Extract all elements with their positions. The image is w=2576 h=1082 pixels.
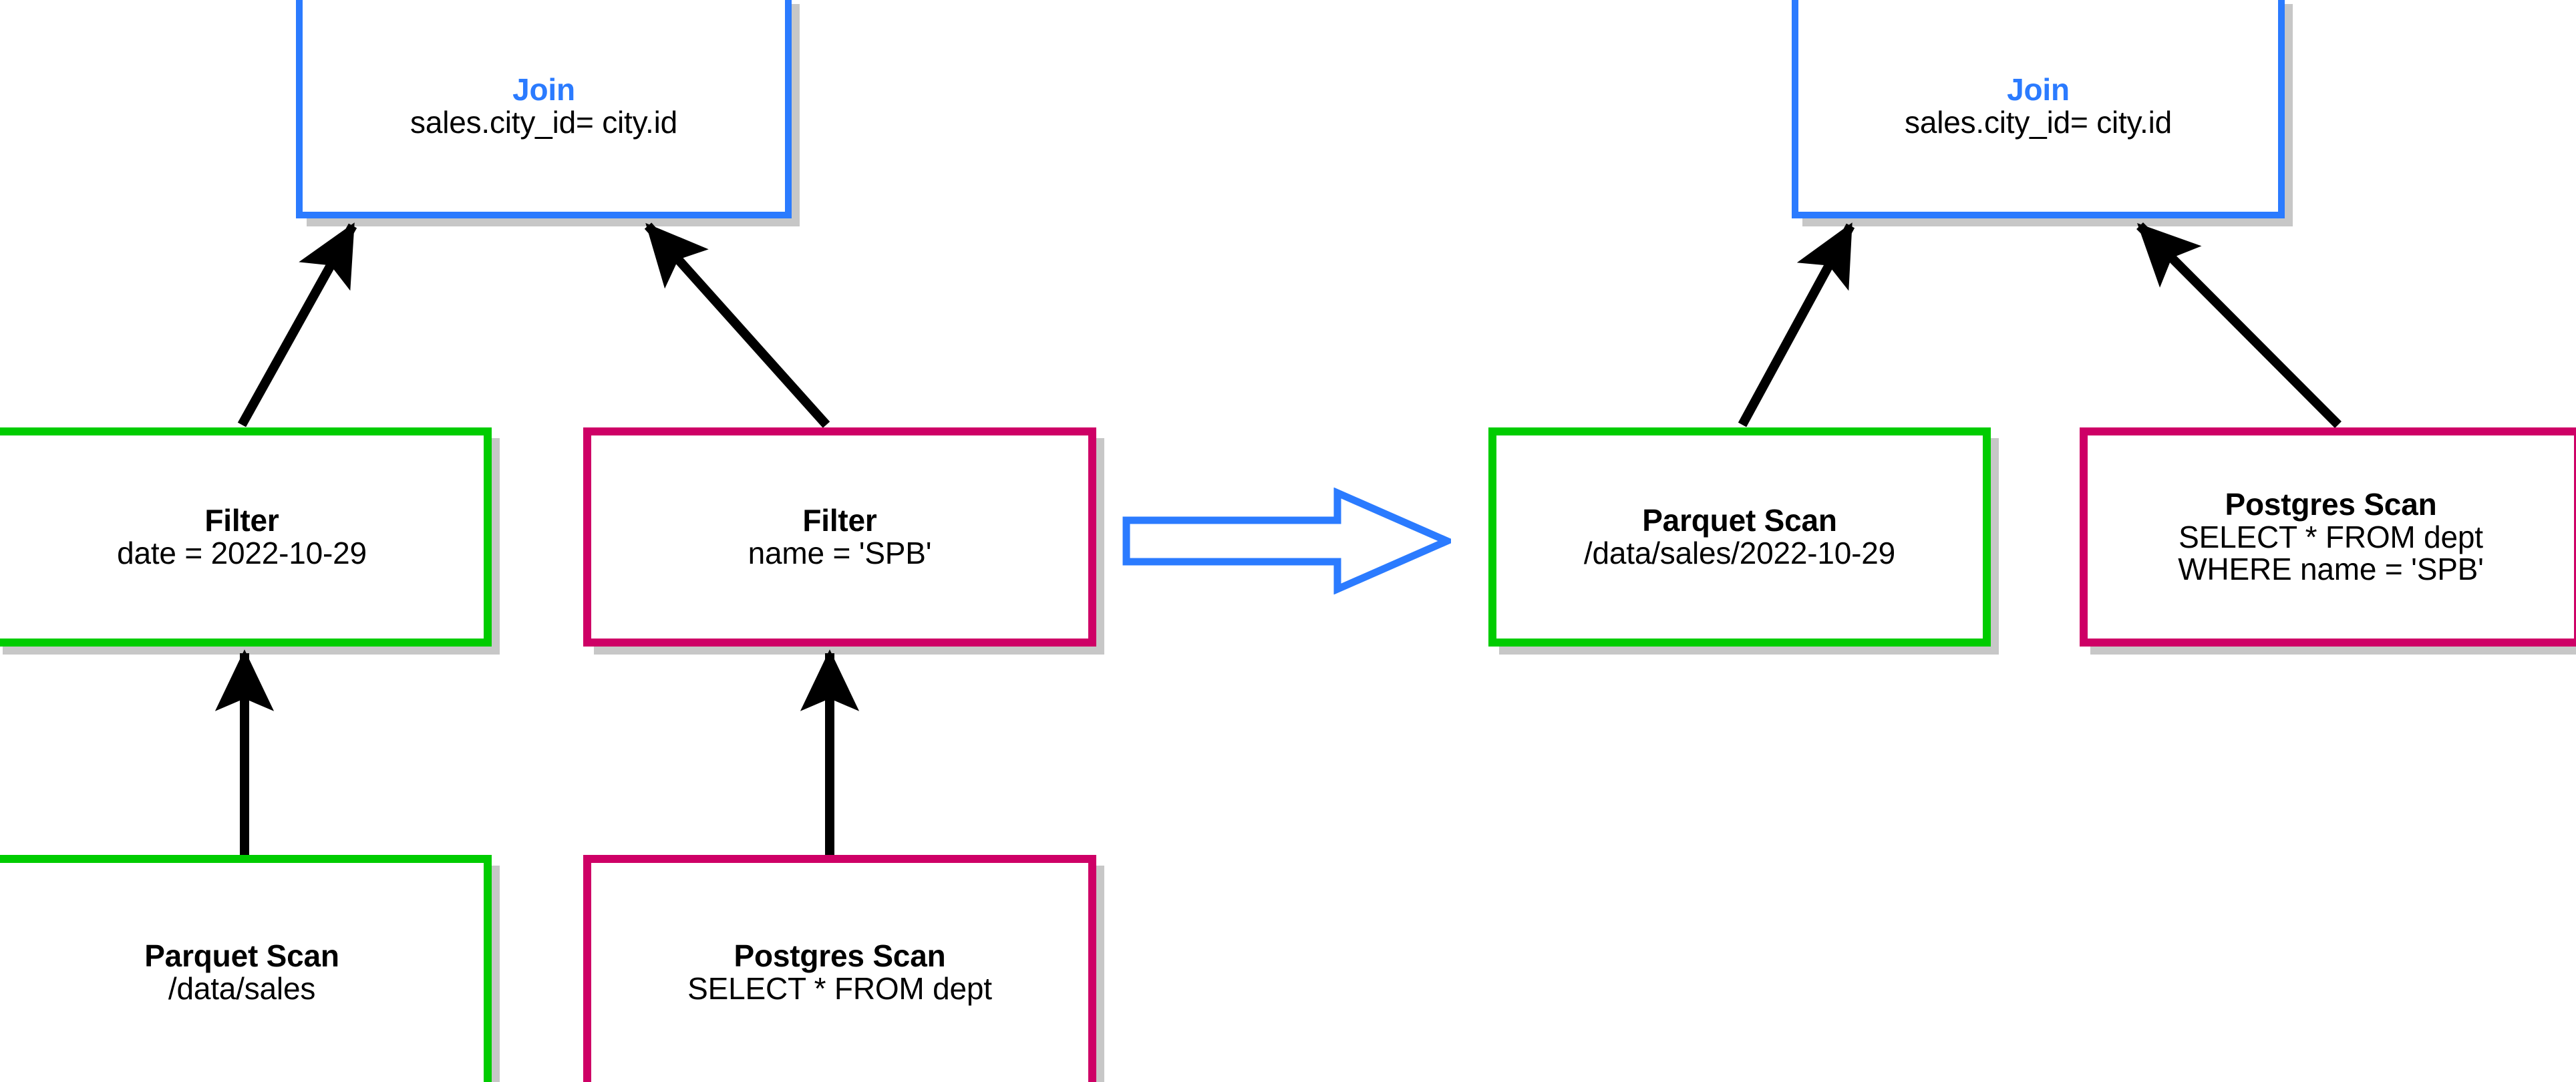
node-parquet-scan-pushdown[interactable]: Parquet Scan /data/sales/2022-10-29 [1488,427,1991,647]
node-filter-name[interactable]: Filter name = 'SPB' [583,427,1096,647]
node-detail: sales.city_id= city.id [1905,104,2172,140]
node-detail-line2: WHERE name = 'SPB' [2178,552,2484,587]
node-postgres-scan-pushdown[interactable]: Postgres Scan SELECT * FROM dept WHERE n… [2080,427,2576,647]
edge-parquet-push-to-join [1738,222,1855,427]
node-title: Postgres Scan [2225,486,2437,522]
node-title: Filter [802,503,877,538]
node-title: Join [2007,71,2070,107]
node-join-left[interactable]: Join sales.city_id= city.id [296,0,792,218]
node-parquet-scan-raw[interactable]: Parquet Scan /data/sales [0,855,492,1082]
transform-arrow-icon [1122,488,1451,594]
node-title: Filter [204,503,279,538]
edge-filter-date-to-join [237,222,357,427]
node-detail-line1: SELECT * FROM dept [2179,519,2483,554]
node-title: Postgres Scan [734,938,946,974]
node-title: Join [512,71,575,107]
edge-filter-name-to-join [644,222,830,428]
node-detail: date = 2022-10-29 [117,536,367,570]
node-filter-date[interactable]: Filter date = 2022-10-29 [0,427,492,647]
node-title: Parquet Scan [144,938,339,974]
edge-postgres-push-to-join [2136,222,2342,428]
node-join-right[interactable]: Join sales.city_id= city.id [1792,0,2285,218]
node-detail: /data/sales [168,971,316,1006]
node-detail: sales.city_id= city.id [410,104,677,140]
node-detail: name = 'SPB' [748,536,932,570]
node-detail: SELECT * FROM dept [687,971,992,1006]
node-detail: /data/sales/2022-10-29 [1583,536,1896,570]
node-postgres-scan-raw[interactable]: Postgres Scan SELECT * FROM dept [583,855,1096,1082]
node-title: Parquet Scan [1642,503,1837,538]
